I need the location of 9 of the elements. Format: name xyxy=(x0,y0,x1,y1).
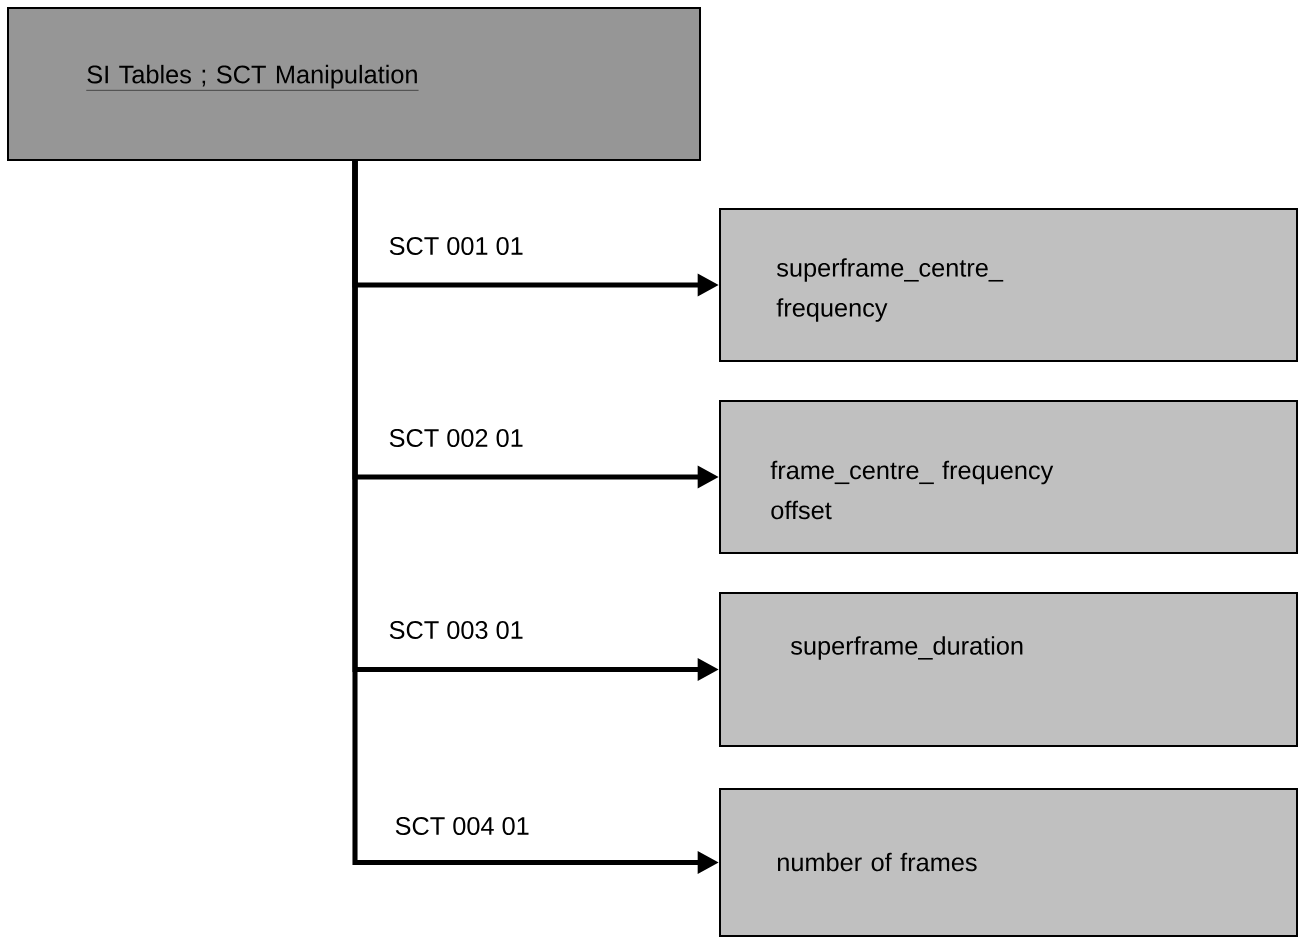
field-box: superframe_duration xyxy=(719,592,1298,747)
edge-label: SCT 002 01 xyxy=(387,427,526,449)
edge-label: SCT 003 01 xyxy=(387,619,526,641)
field-box: superframe_centre_ frequency xyxy=(719,208,1298,362)
edge-label: SCT 004 01 xyxy=(393,815,532,837)
edge-label: SCT 001 01 xyxy=(387,235,526,257)
field-box: frame_centre_ frequency offset xyxy=(719,400,1298,554)
title-box: SI Tables ; SCT Manipulation xyxy=(7,7,701,161)
field-box: number of frames xyxy=(719,788,1298,937)
